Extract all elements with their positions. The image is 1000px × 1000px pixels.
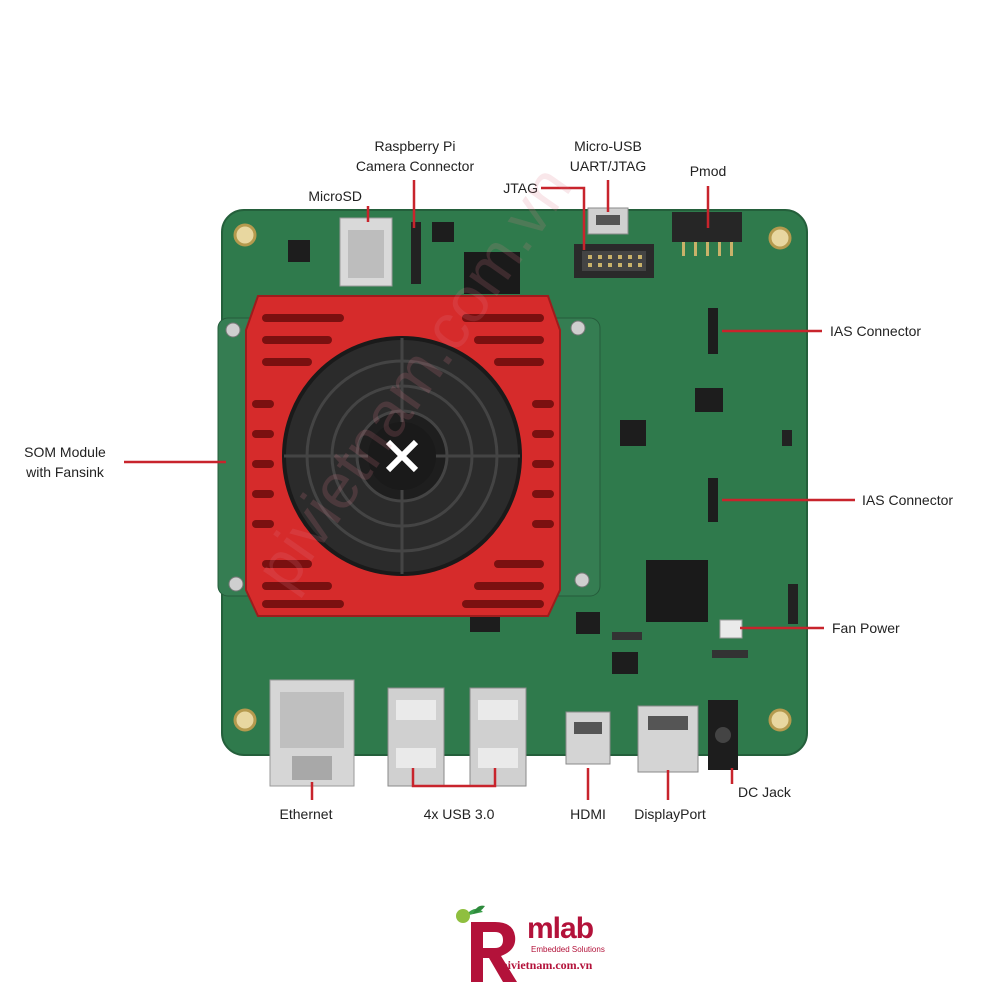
camera-connector [411,222,421,284]
jtag-header [574,244,654,278]
logo-tagline: Embedded Solutions [531,945,605,954]
label-line: with Fansink [26,464,104,480]
mounting-hole-icon [233,708,257,732]
label-dc-jack: DC Jack [738,784,791,800]
microsd-slot [339,217,393,287]
ethernet-port [269,679,355,787]
label-micro-usb: Micro-USB UART/JTAG [550,136,666,176]
label-raspberry-pi-camera: Raspberry Pi Camera Connector [330,136,500,176]
label-line: Micro-USB [574,138,642,154]
screw-icon [228,576,244,592]
leader-lines [124,180,855,800]
label-ethernet: Ethernet [279,806,333,822]
mounting-hole-icon [768,226,792,250]
label-pmod: Pmod [689,163,727,179]
label-jtag: JTAG [503,180,538,196]
label-line: Camera Connector [355,158,475,174]
fan-power-connector [719,619,743,639]
rmlab-logo-icon [456,905,517,982]
label-ias-connector-mid: IAS Connector [862,492,954,508]
label-microsd: MicroSD [308,188,362,204]
label-displayport: DisplayPort [634,806,706,822]
dc-jack [708,700,738,770]
screw-icon [574,572,590,588]
displayport-port [637,705,699,773]
logo-site: pivietnam.com.vn [501,958,593,972]
label-usb: 4x USB 3.0 [423,806,495,822]
logo-name: mlab [527,912,594,945]
mounting-hole-icon [233,223,257,247]
screw-icon [570,320,586,336]
amd-xilinx-logo-icon [385,439,419,473]
hdmi-port [565,711,611,765]
label-hdmi: HDMI [570,806,606,822]
components [288,222,798,674]
label-line: SOM Module [24,444,106,460]
screw-icon [225,322,241,338]
som-heatsink [217,295,601,617]
label-fan-power: Fan Power [832,620,900,636]
micro-usb-port [587,207,629,235]
label-line: Raspberry Pi [374,138,456,154]
mounting-hole-icon [768,708,792,732]
rmlab-logo: mlab Embedded Solutions pivietnam.com.vn [445,898,645,988]
label-ias-connector-top: IAS Connector [830,323,922,339]
label-som-module: SOM Module with Fansink [6,442,124,482]
usb-ports [387,687,527,787]
label-line: UART/JTAG [569,158,647,174]
